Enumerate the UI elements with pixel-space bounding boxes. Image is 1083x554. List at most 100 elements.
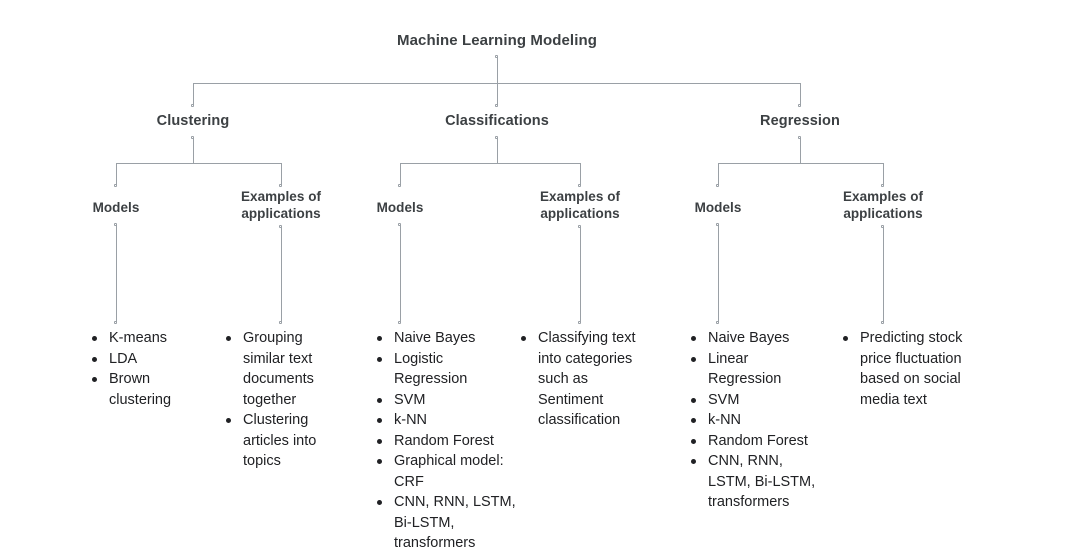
- list-item: Random Forest: [691, 431, 823, 452]
- list-item: Random Forest: [377, 431, 517, 452]
- list-item: Graphical model: CRF: [377, 451, 517, 492]
- list-clustering-examples: Grouping similar text documents together…: [226, 328, 326, 472]
- root-node-machine-learning-modeling: Machine Learning Modeling: [396, 32, 597, 49]
- connector-clustering-examples-to-list-cap-bottom: [279, 321, 282, 324]
- list-item: Classifying text into categories such as…: [521, 328, 646, 431]
- list-item-label: LDA: [109, 350, 138, 367]
- list-item: Predicting stock price fluctuation based…: [843, 328, 968, 410]
- list-item-label: Grouping similar text documents together: [243, 330, 314, 408]
- bullet-icon: [226, 418, 231, 423]
- connector-clustering-models-to-list-cap-top: [114, 223, 117, 226]
- list-item-label: K-means: [109, 330, 168, 346]
- connector-regression-stem: [800, 137, 801, 163]
- list-item-label: k-NN: [394, 412, 428, 428]
- list-item-label: Classifying text into categories such as…: [538, 330, 636, 428]
- bullet-icon: [377, 438, 382, 444]
- connector-drop-regression: [800, 83, 801, 106]
- connector-regression-models-to-list-cap-bottom: [716, 321, 719, 324]
- subnode-classifications-models: Models: [376, 200, 424, 215]
- list-item: LDA: [92, 349, 192, 370]
- list-item: SVM: [691, 390, 823, 411]
- connector-root-stem-cap: [495, 55, 498, 58]
- list-item: Clustering articles into topics: [226, 410, 326, 472]
- connector-classifications-stem: [497, 137, 498, 163]
- list-item-label: Logistic Regression: [394, 350, 468, 388]
- connector-regression-examples-to-list-cap-top: [881, 225, 884, 228]
- connector-clustering-models-to-list-cap-bottom: [114, 321, 117, 324]
- list-item: k-NN: [691, 410, 823, 431]
- bullet-icon: [521, 336, 526, 341]
- list-item-label: Graphical model: CRF: [394, 453, 504, 490]
- connector-drop-classifications-cap: [495, 104, 498, 107]
- bullet-icon: [691, 418, 696, 423]
- subnode-classifications-examples: Examples of applications: [539, 189, 621, 222]
- list-item-label: CNN, RNN, LSTM, Bi-LSTM, transformers: [708, 453, 816, 510]
- connector-drop-classifications: [497, 83, 498, 106]
- connector-classifications-examples-to-list-cap-top: [578, 225, 581, 228]
- list-item-label: Brown clustering: [109, 371, 172, 408]
- branch-label-classifications: Classifications: [445, 113, 549, 129]
- connector-clustering-examples-drop: [281, 163, 282, 186]
- bullet-icon: [92, 377, 97, 382]
- list-item-label: k-NN: [708, 412, 742, 428]
- bullet-icon: [92, 336, 97, 341]
- connector-regression-models-to-list: [718, 224, 719, 323]
- list-item: Brown clustering: [92, 369, 192, 410]
- connector-clustering-bus: [116, 163, 281, 164]
- subnode-regression-examples: Examples of applications: [842, 189, 924, 222]
- bullet-icon: [691, 336, 696, 341]
- connector-classifications-models-to-list: [400, 224, 401, 323]
- list-item: K-means: [92, 328, 192, 349]
- connector-clustering-stem-cap: [191, 136, 194, 139]
- connector-clustering-examples-drop-cap: [279, 184, 282, 187]
- bullet-icon: [691, 356, 696, 362]
- list-item-label: Predicting stock price fluctuation based…: [860, 330, 963, 408]
- bullet-icon: [377, 500, 382, 505]
- bullet-icon: [92, 356, 97, 362]
- connector-regression-models-drop-cap: [716, 184, 719, 187]
- connector-classifications-bus: [400, 163, 580, 164]
- list-item-label: Clustering articles into topics: [243, 412, 317, 469]
- connector-regression-examples-drop-cap: [881, 184, 884, 187]
- list-item: Naive Bayes: [377, 328, 517, 349]
- connector-clustering-models-drop: [116, 163, 117, 186]
- connector-classifications-examples-to-list: [580, 226, 581, 323]
- subnode-clustering-examples: Examples of applications: [240, 189, 322, 222]
- connector-drop-clustering: [193, 83, 194, 106]
- bullet-icon: [377, 397, 382, 403]
- bullet-icon: [226, 336, 231, 341]
- bullet-icon: [691, 438, 696, 444]
- connector-regression-models-drop: [718, 163, 719, 186]
- subnode-regression-models: Models: [694, 200, 742, 215]
- bullet-icon: [377, 418, 382, 423]
- list-item-label: CNN, RNN, LSTM, Bi-LSTM, transformers: [394, 494, 516, 551]
- connector-classifications-models-drop: [400, 163, 401, 186]
- connector-regression-bus: [718, 163, 883, 164]
- list-item: Logistic Regression: [377, 349, 517, 390]
- connector-classifications-models-drop-cap: [398, 184, 401, 187]
- connector-clustering-models-drop-cap: [114, 184, 117, 187]
- connector-clustering-stem: [193, 137, 194, 163]
- connector-classifications-examples-drop-cap: [578, 184, 581, 187]
- list-item: k-NN: [377, 410, 517, 431]
- list-item: Grouping similar text documents together: [226, 328, 326, 410]
- list-item: CNN, RNN, LSTM, Bi-LSTM, transformers: [377, 492, 517, 554]
- connector-regression-examples-drop: [883, 163, 884, 186]
- list-item: Linear Regression: [691, 349, 823, 390]
- branch-label-clustering: Clustering: [156, 113, 230, 129]
- connector-classifications-models-to-list-cap-bottom: [398, 321, 401, 324]
- connector-classifications-stem-cap: [495, 136, 498, 139]
- bullet-icon: [377, 336, 382, 341]
- connector-classifications-examples-to-list-cap-bottom: [578, 321, 581, 324]
- list-item: SVM: [377, 390, 517, 411]
- list-item-label: Random Forest: [708, 432, 808, 449]
- connector-drop-regression-cap: [798, 104, 801, 107]
- list-item-label: SVM: [394, 391, 426, 408]
- branch-label-regression: Regression: [760, 113, 840, 129]
- list-item-label: SVM: [708, 391, 740, 408]
- connector-classifications-examples-drop: [580, 163, 581, 186]
- list-item-label: Naive Bayes: [394, 330, 476, 346]
